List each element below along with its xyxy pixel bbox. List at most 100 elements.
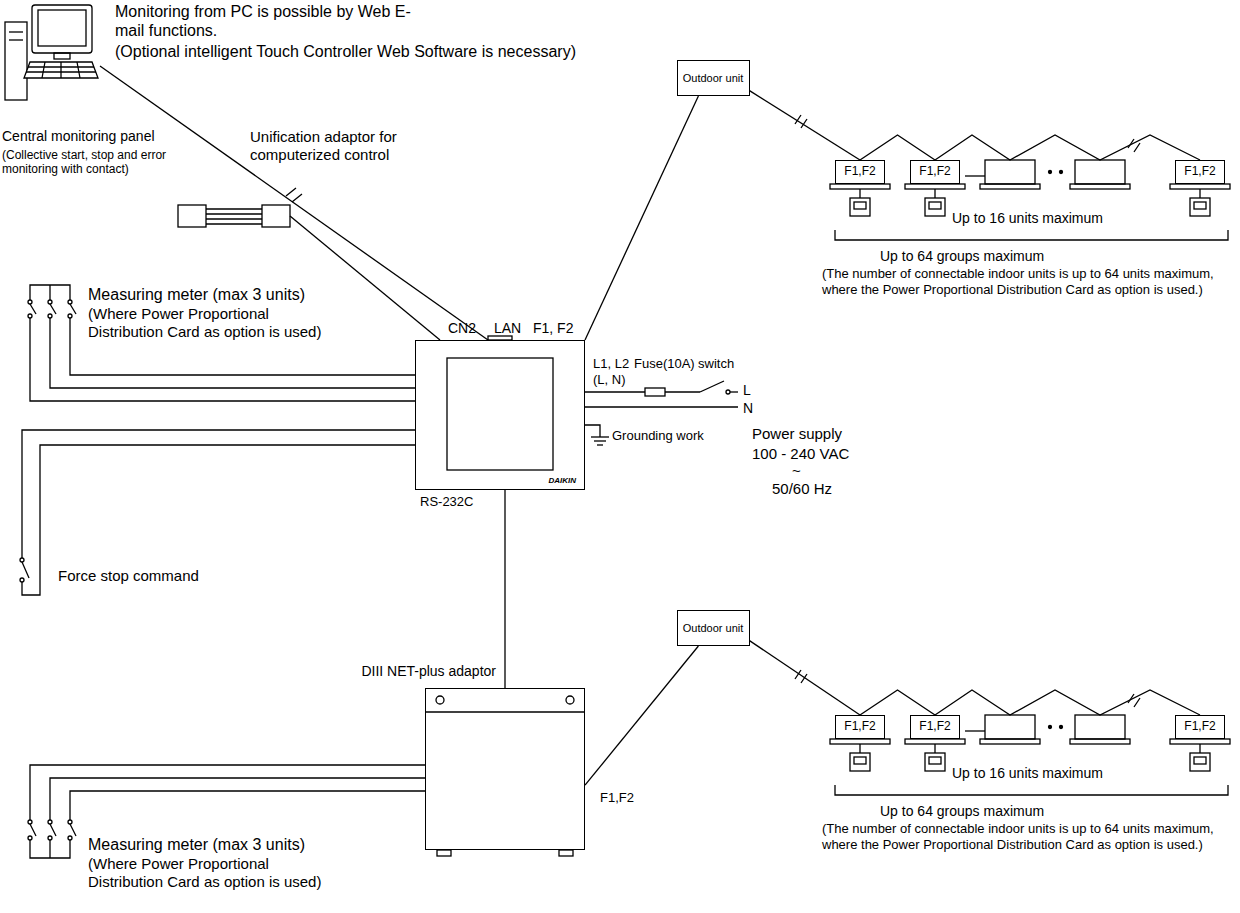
terminal-name: RS-232C: [420, 494, 473, 510]
force-stop-contact: [20, 430, 415, 595]
terminal-name: L: [743, 382, 751, 399]
drawing-stroke: [48, 314, 52, 318]
drawing-stroke: [859, 189, 860, 198]
meter-contacts-bottom: [28, 765, 425, 858]
drawing-stroke: [206, 223, 262, 224]
drawing-stroke: [585, 391, 645, 392]
drawing-stroke: [980, 184, 1040, 189]
drawing-stroke: [77, 62, 80, 78]
drawing-stroke: [49, 840, 50, 858]
drawing-stroke: [1170, 739, 1230, 744]
adaptor-heading: DIII NET-plus adaptor: [361, 663, 496, 679]
drawing-stroke: [30, 840, 70, 858]
drawing-stroke: [905, 739, 965, 744]
note-text: Up to 64 groups maximum: [880, 248, 1044, 265]
drawing-stroke: [9, 39, 23, 40]
drawing-stroke: [24, 62, 98, 78]
drawing-stroke: [700, 381, 724, 392]
drawing-stroke: [1075, 715, 1125, 739]
wire-connector: [935, 135, 1200, 160]
indoor-row: [795, 670, 1230, 795]
drawing-stroke: [206, 218, 262, 219]
indoor-unit: F1,F2: [835, 160, 885, 184]
note-text: (The number of connectable indoor units …: [822, 266, 1237, 297]
drawing-stroke: [30, 765, 425, 820]
terminal-name: L1, L2: [593, 356, 629, 372]
drawing-stroke: [934, 189, 935, 198]
drawing-stroke: [850, 753, 870, 771]
drawing-stroke: [425, 711, 585, 712]
note-text: Up to 64 groups maximum: [880, 803, 1044, 820]
drawing-stroke: [42, 62, 45, 78]
unit-label: F1,F2: [844, 165, 875, 179]
part-name: switch: [698, 356, 734, 372]
wire-connector: [504, 490, 505, 688]
indoor-unit: F1,F2: [910, 715, 960, 739]
drawing-stroke: [70, 824, 76, 836]
touch-controller: DAIKIN: [415, 340, 585, 490]
drawing-stroke: [22, 430, 415, 558]
drawing-stroke: [965, 730, 985, 731]
drawing-stroke: [929, 202, 941, 209]
break-mark: [286, 188, 302, 202]
drawing-stroke: [5, 22, 27, 100]
terminal-name: CN2: [448, 320, 476, 337]
drawing-stroke: [925, 753, 945, 771]
drawing-stroke: [28, 300, 32, 304]
drawing-stroke: [1070, 184, 1130, 189]
device-name: Central monitoring panel: [2, 128, 155, 145]
drawing-stroke: [585, 425, 600, 437]
drawing-stroke: [30, 304, 36, 314]
pc-icon: [5, 5, 98, 100]
drawing-stroke: [68, 314, 72, 318]
unit-label: F1,F2: [1184, 720, 1215, 734]
terminal-name: LAN: [494, 320, 521, 337]
drawing-stroke: [559, 850, 573, 856]
drawing-stroke: [30, 824, 36, 836]
drawing-stroke: [178, 205, 206, 227]
drawing-stroke: [437, 850, 451, 856]
drawing-stroke: [48, 836, 52, 840]
drawing-stroke: [1199, 189, 1200, 198]
drawing-stroke: [50, 824, 56, 836]
unit-label: F1,F2: [919, 720, 950, 734]
drawing-stroke: [726, 390, 730, 394]
drawing-stroke: [1190, 753, 1210, 771]
indoor-unit: F1,F2: [1175, 715, 1225, 739]
note-text: (Collective start, stop and error monito…: [2, 148, 200, 177]
drawing-stroke: [1075, 160, 1125, 184]
drawing-stroke: [1194, 757, 1206, 764]
indoor-unit: F1,F2: [910, 160, 960, 184]
drawing-stroke: [68, 836, 72, 840]
drawing-stroke: [985, 715, 1035, 739]
drawing-stroke: [60, 62, 61, 78]
terminal-name: (L, N): [593, 372, 626, 388]
drawing-stroke: [591, 436, 609, 437]
terminal-name: N: [743, 400, 753, 417]
spec-value: 100 - 240 VAC: [752, 445, 849, 463]
drawing-stroke: [1049, 171, 1052, 174]
note-text: (Where Power Proportional Distribution C…: [88, 305, 328, 341]
drawing-stroke: [48, 300, 52, 304]
drawing-stroke: [795, 115, 1140, 152]
drawing-stroke: [597, 444, 603, 445]
drawing-stroke: [905, 184, 965, 189]
drawing-stroke: [1194, 202, 1206, 209]
drawing-stroke: [28, 820, 32, 824]
drawing-stroke: [925, 198, 945, 216]
unit-label: F1,F2: [844, 720, 875, 734]
drawing-stroke: [980, 739, 1040, 744]
touch-screen: [447, 358, 553, 470]
drawing-stroke: [830, 739, 890, 744]
drawing-stroke: [795, 670, 1140, 707]
drawing-stroke: [22, 562, 29, 578]
drawing-stroke: [1060, 171, 1063, 174]
adaptor-housing: [425, 696, 585, 856]
drawing-stroke: [566, 696, 574, 704]
note-text: Up to 16 units maximum: [952, 765, 1103, 782]
drawing-stroke: [645, 388, 665, 396]
drawing-stroke: [1199, 744, 1200, 753]
drawing-stroke: [70, 791, 425, 820]
wire-connector: [750, 641, 861, 715]
